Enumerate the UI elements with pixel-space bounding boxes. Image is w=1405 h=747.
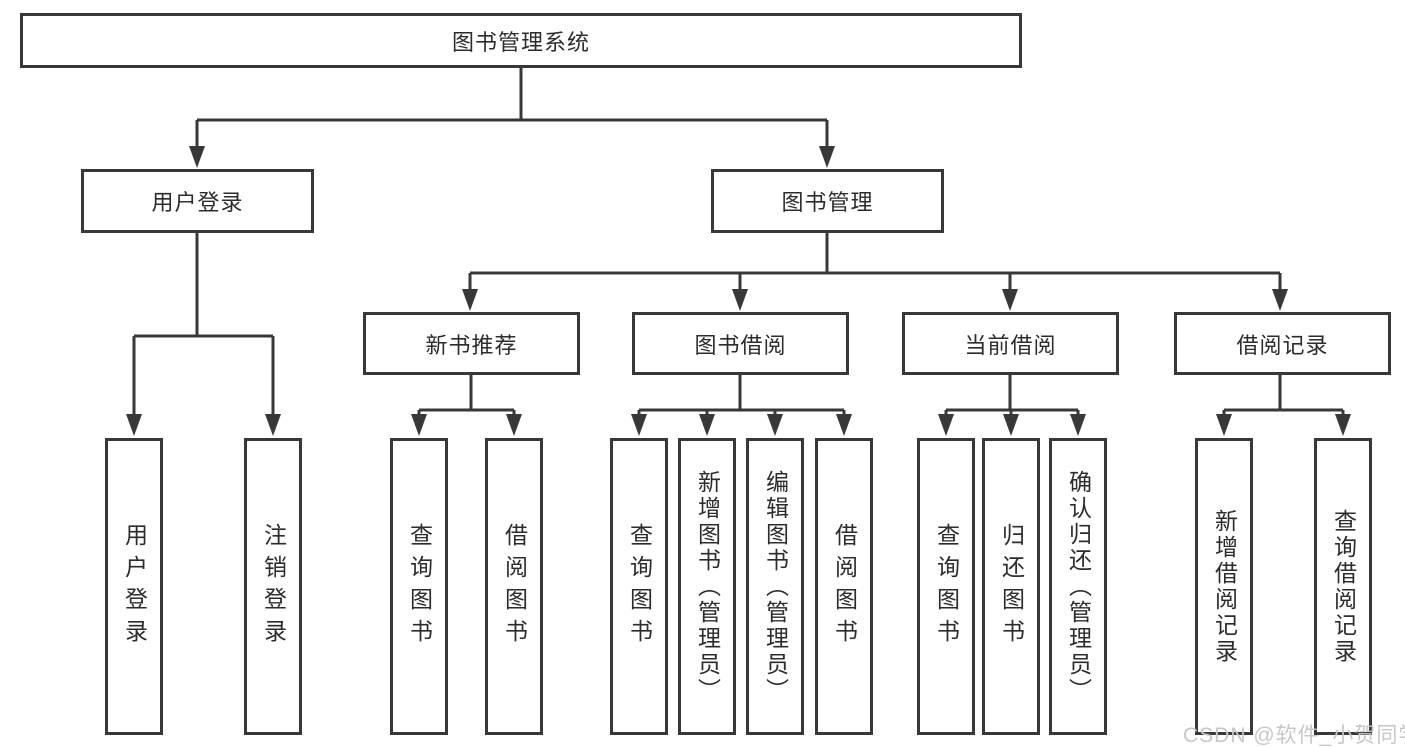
arrow-down-icon <box>462 289 478 311</box>
arrow-down-icon <box>767 414 783 436</box>
node-book-borrowing: 图书借阅 <box>632 312 849 375</box>
arrow-down-icon <box>732 289 748 311</box>
node-label: 确认归还（管理员） <box>1065 469 1092 704</box>
arrow-down-icon <box>1003 414 1019 436</box>
leaf-logout: 注销登录 <box>244 438 302 735</box>
node-label: 查询图书 <box>406 522 433 651</box>
arrow-down-icon <box>631 414 647 436</box>
leaf-query-books: 查询图书 <box>917 438 975 735</box>
node-label: 用户登录 <box>151 190 244 215</box>
csdn-watermark: CSDN @软件_小贺同学 <box>1183 724 1405 747</box>
arrow-down-icon <box>1272 289 1288 311</box>
node-label: 借阅图书 <box>831 522 858 651</box>
arrow-down-icon <box>126 414 142 436</box>
node-label: 查询图书 <box>626 522 653 651</box>
node-label: 归还图书 <box>998 522 1025 651</box>
arrow-down-icon <box>836 414 852 436</box>
node-label: 图书管理 <box>781 190 874 215</box>
node-new-book-recommendation: 新书推荐 <box>363 312 580 375</box>
arrow-down-icon <box>1070 414 1086 436</box>
arrow-down-icon <box>189 146 205 168</box>
leaf-add-borrow-record: 新增借阅记录 <box>1195 438 1253 735</box>
node-label: 借阅图书 <box>501 522 528 651</box>
arrowheads <box>126 146 1351 436</box>
arrow-down-icon <box>699 414 715 436</box>
leaf-return-book: 归还图书 <box>982 438 1040 735</box>
arrow-down-icon <box>1335 414 1351 436</box>
node-label: 图书借阅 <box>694 332 787 358</box>
leaf-query-books: 查询图书 <box>390 438 448 735</box>
connector-paths <box>132 68 1345 417</box>
leaf-query-borrow-record: 查询借阅记录 <box>1314 438 1372 735</box>
node-book-management: 图书管理 <box>711 169 944 233</box>
node-label: 新增借阅记录 <box>1211 508 1238 665</box>
node-label: 新书推荐 <box>425 332 518 358</box>
arrow-down-icon <box>506 414 522 436</box>
node-label: 查询图书 <box>933 522 960 651</box>
arrow-down-icon <box>1002 289 1018 311</box>
leaf-add-book-admin: 新增图书（管理员） <box>678 438 736 735</box>
node-label: 注销登录 <box>260 522 287 651</box>
node-borrowing-records: 借阅记录 <box>1174 312 1391 375</box>
node-label: 新增图书（管理员） <box>694 469 721 704</box>
node-label: 编辑图书（管理员） <box>762 469 789 704</box>
arrow-down-icon <box>938 414 954 436</box>
arrow-down-icon <box>265 414 281 436</box>
node-label: 图书管理系统 <box>451 29 590 55</box>
leaf-borrow-books: 借阅图书 <box>815 438 873 735</box>
leaf-confirm-return-admin: 确认归还（管理员） <box>1049 438 1107 735</box>
node-label: 查询借阅记录 <box>1330 508 1357 665</box>
arrow-down-icon <box>1216 414 1232 436</box>
node-label: 用户登录 <box>121 522 148 651</box>
arrow-down-icon <box>411 414 427 436</box>
node-label: 当前借阅 <box>964 332 1057 358</box>
arrow-down-icon <box>819 146 835 168</box>
node-label: 借阅记录 <box>1236 332 1329 358</box>
leaf-edit-book-admin: 编辑图书（管理员） <box>746 438 804 735</box>
node-library-management-system: 图书管理系统 <box>20 13 1022 68</box>
node-user-login: 用户登录 <box>81 169 314 233</box>
leaf-user-login: 用户登录 <box>105 438 163 735</box>
leaf-query-books: 查询图书 <box>610 438 668 735</box>
leaf-borrow-books: 借阅图书 <box>485 438 543 735</box>
node-current-borrowing: 当前借阅 <box>902 312 1119 375</box>
